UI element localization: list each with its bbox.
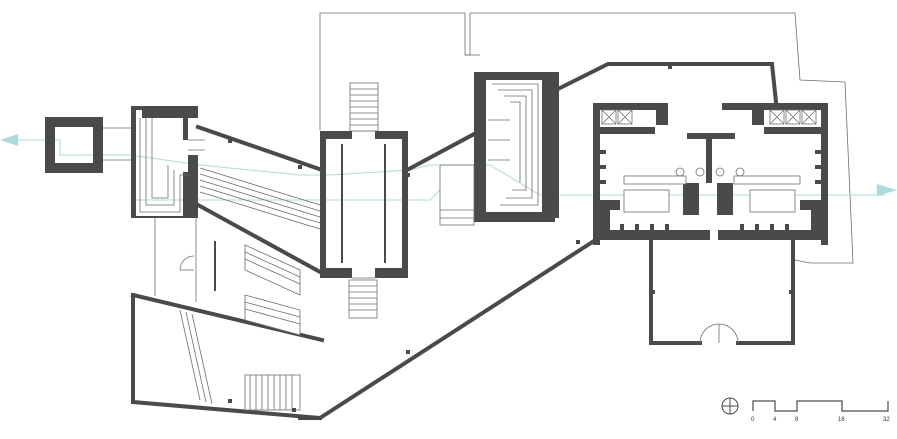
site-boundary [319, 12, 854, 264]
ramp-tower [439, 72, 559, 226]
ramp-lines [199, 167, 321, 230]
lower-left-details [154, 218, 301, 411]
right-building [593, 103, 828, 245]
scale-tick-4: 4 [773, 417, 777, 423]
column-markers [228, 65, 672, 412]
serrated-walls [600, 150, 821, 230]
section-marker-left [0, 134, 18, 146]
central-stair-block [320, 130, 408, 279]
lower-pavilion [649, 238, 795, 345]
scale-tick-32: 32 [883, 417, 890, 423]
left-entry-tower [131, 106, 205, 218]
stair-south [348, 279, 378, 319]
stair-north [349, 82, 379, 132]
section-marker-right [877, 184, 897, 196]
small-tower [45, 117, 133, 173]
scale-bar: 0 4 8 16 32 [751, 400, 890, 423]
outer-walls [130, 62, 779, 421]
scale-tick-16: 16 [838, 417, 845, 423]
north-arrow-icon [721, 397, 739, 415]
scale-tick-8: 8 [795, 417, 799, 423]
scale-tick-0: 0 [751, 417, 755, 423]
